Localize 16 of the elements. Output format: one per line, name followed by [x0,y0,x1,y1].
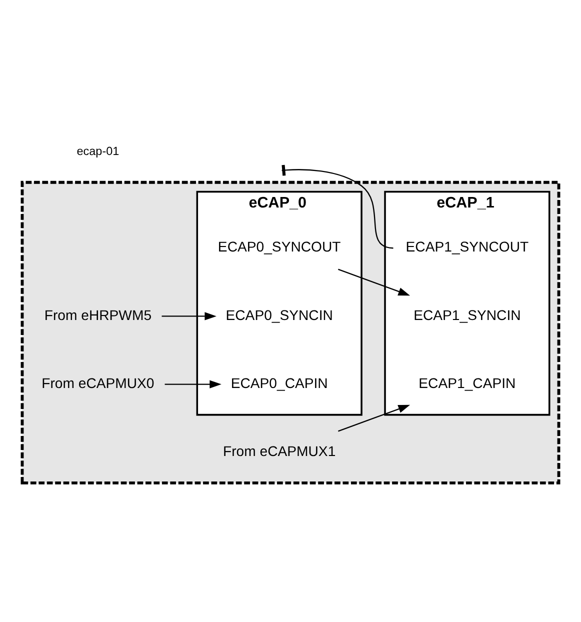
cluster [20,180,560,484]
node-text: From eCAPMUX0 [42,374,154,390]
node-text: From eCAPMUX1 [223,442,336,459]
node-text: ECAP0_SYNCOUT [218,238,341,254]
arrow [162,312,216,320]
label: ecap-01 [76,144,120,158]
node-text: ECAP1_SYNCIN [414,306,521,322]
node-text: From eHRPWM5 [44,306,152,322]
arrow [338,268,410,296]
node-text: ECAP1_CAPIN [418,374,516,390]
node-text: ECAP0_SYNCIN [226,306,333,322]
arrow [164,380,222,388]
node-text: ECAP1_SYNCOUT [406,238,529,254]
node-text: ECAP0_CAPIN [230,374,328,390]
connector [286,168,394,248]
arrow [338,404,410,432]
